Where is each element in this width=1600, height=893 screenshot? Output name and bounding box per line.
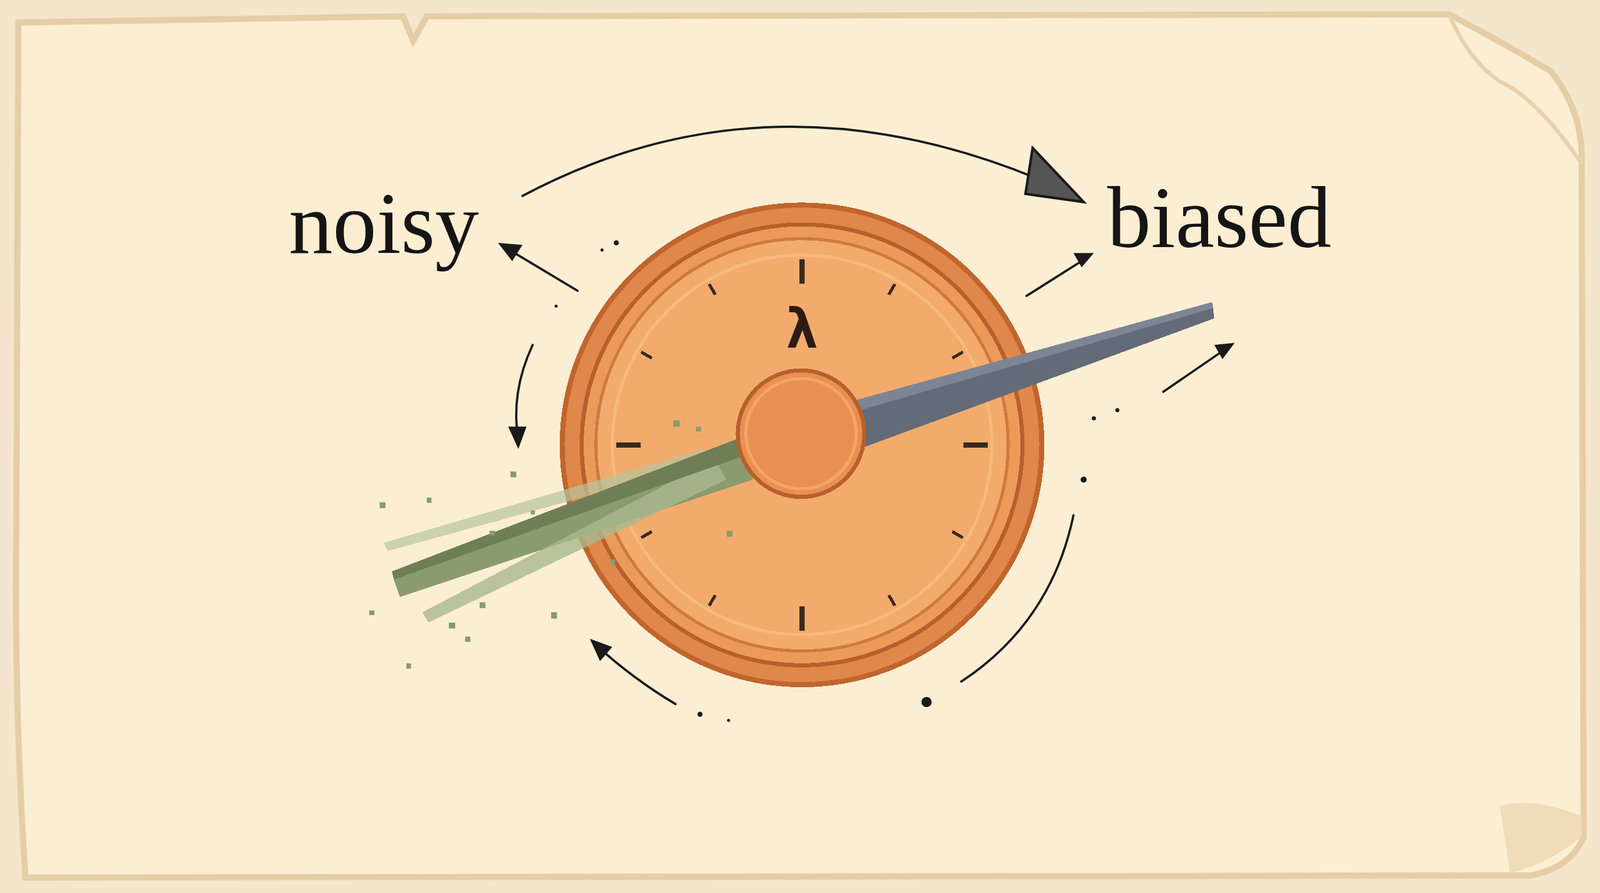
dial-ring <box>581 224 1023 666</box>
top-arc-arrow <box>522 126 1062 196</box>
arrowhead <box>1073 252 1094 268</box>
parchment <box>16 14 1584 878</box>
parchment-corner <box>1500 802 1582 874</box>
arrowhead <box>497 243 523 262</box>
left-arc-arrow <box>516 344 533 441</box>
dial-tick <box>952 531 963 538</box>
dial-tick <box>888 595 896 606</box>
dot <box>1091 416 1096 421</box>
arrowhead <box>1214 343 1235 360</box>
dot <box>921 697 932 708</box>
dial-tick <box>952 352 963 359</box>
dot <box>1115 408 1120 413</box>
dot <box>727 718 731 722</box>
dial-tick <box>616 442 641 448</box>
dial-tick <box>641 352 652 359</box>
dot <box>697 711 703 717</box>
hub-highlight <box>745 378 857 489</box>
dot <box>1080 476 1088 484</box>
dial-tick <box>709 595 716 606</box>
needle-arrow <box>1163 347 1229 392</box>
dot <box>600 248 604 252</box>
dial-hub <box>737 370 865 498</box>
dial-rim <box>562 205 1042 685</box>
dial-symbol: λ <box>559 302 1045 358</box>
bottom-arc-arrow <box>595 644 676 705</box>
dial-tick <box>799 606 805 631</box>
arrowhead <box>1025 147 1084 202</box>
parchment-curl <box>1448 14 1582 164</box>
arrowhead <box>508 426 527 450</box>
axis-label: biased <box>1106 173 1332 262</box>
axis-label: noisy <box>288 179 480 268</box>
dial-tick <box>888 284 896 295</box>
dot <box>554 304 558 308</box>
dial-tick <box>641 531 652 538</box>
dial-tick <box>709 284 716 295</box>
dial-face <box>595 238 1009 652</box>
dial-tick <box>799 259 805 284</box>
biased-arrow <box>1026 256 1088 296</box>
arrowhead <box>589 638 613 662</box>
noisy-arrow <box>506 247 578 291</box>
dot <box>613 240 620 246</box>
dial-tick <box>963 442 988 448</box>
